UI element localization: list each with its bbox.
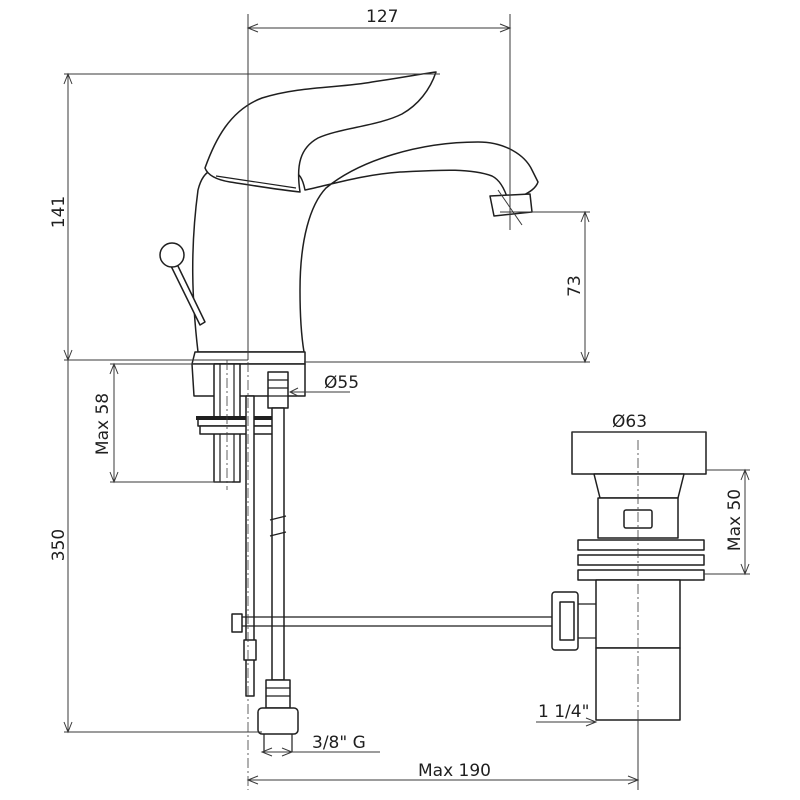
dimension-label-55: Ø55 (324, 373, 359, 393)
dimension-label-141: 141 (49, 196, 69, 228)
dimension-label-1-1-4: 1 1/4" (538, 702, 589, 722)
dimension-label-max-50: Max 50 (725, 489, 745, 551)
dimension-max-depth: Max 190 (246, 720, 640, 790)
dimension-label-max-58: Max 58 (93, 393, 113, 455)
pop-up-rod (231, 613, 552, 633)
flexible-hose-hot (257, 371, 299, 752)
dimension-shank-max: Max 58 (93, 362, 232, 484)
faucet-body (159, 71, 539, 397)
flexible-hose-cold (243, 395, 257, 697)
dimension-waste-diameter: Ø63 (572, 412, 706, 433)
dimension-hose-thread: 3/8" G (260, 733, 380, 757)
pop-up-waste (551, 431, 707, 721)
dimension-faucet-height: 141 (49, 72, 440, 362)
dimension-label-73: 73 (565, 275, 585, 297)
dimension-spout-height: 73 (304, 210, 590, 364)
dimension-overall-width: 127 (246, 7, 523, 360)
dimension-base-diameter: Ø55 (288, 373, 359, 397)
dimension-label-3-8-g: 3/8" G (312, 733, 366, 753)
dimension-label-127: 127 (366, 7, 398, 27)
dimension-total-height: 350 (49, 360, 262, 734)
dimension-label-max-190: Max 190 (418, 761, 491, 781)
dimension-waste-max: Max 50 (704, 468, 750, 576)
dimension-waste-thread: 1 1/4" (536, 702, 598, 727)
dimension-label-63: Ø63 (612, 412, 647, 432)
dimension-label-350: 350 (49, 529, 69, 561)
